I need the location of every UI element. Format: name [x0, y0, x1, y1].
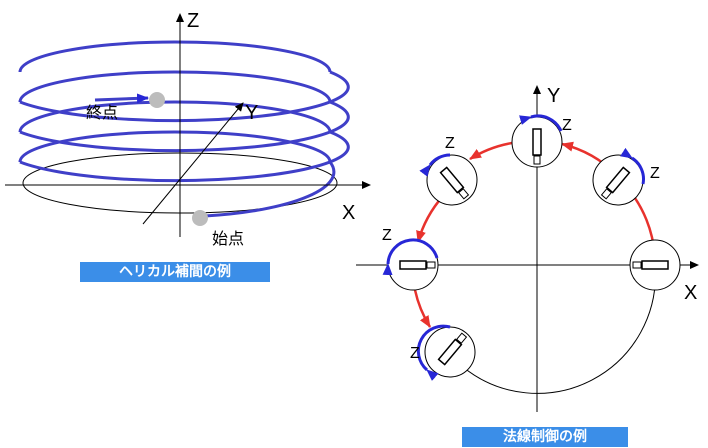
end-point [149, 92, 165, 108]
tool-marker [424, 326, 476, 378]
z-label: Z [410, 345, 420, 362]
x-axis-label: X [342, 202, 355, 224]
z-label: Z [650, 165, 660, 182]
helix-end-arrow [94, 93, 149, 104]
rotation-arc [519, 114, 563, 132]
y-axis [142, 102, 244, 225]
normal-control-diagram: Y X [356, 85, 699, 412]
tool-marker [511, 116, 563, 168]
rotation-arc [419, 153, 451, 177]
y-axis-label: Y [245, 102, 258, 124]
start-point-label: 始点 [212, 230, 244, 248]
helix-path [18, 40, 350, 218]
normal-y-axis-label: Y [547, 85, 560, 107]
tool-marker [629, 239, 681, 291]
rotation-arc [416, 324, 451, 381]
z-axis-label: Z [187, 10, 199, 32]
normal-control-caption: 法線制御の例 [462, 427, 628, 447]
z-label: Z [445, 135, 455, 152]
helical-diagram: Z Y X 終点 始点 [5, 10, 371, 248]
rotation-arc [382, 238, 439, 276]
helical-caption: ヘリカル補間の例 [80, 262, 270, 282]
normal-x-axis-label: X [684, 282, 697, 304]
z-label: Z [382, 227, 392, 244]
rotation-arc [620, 147, 645, 185]
z-label: Z [562, 117, 572, 134]
start-point [192, 210, 208, 226]
end-point-label: 終点 [86, 104, 118, 122]
